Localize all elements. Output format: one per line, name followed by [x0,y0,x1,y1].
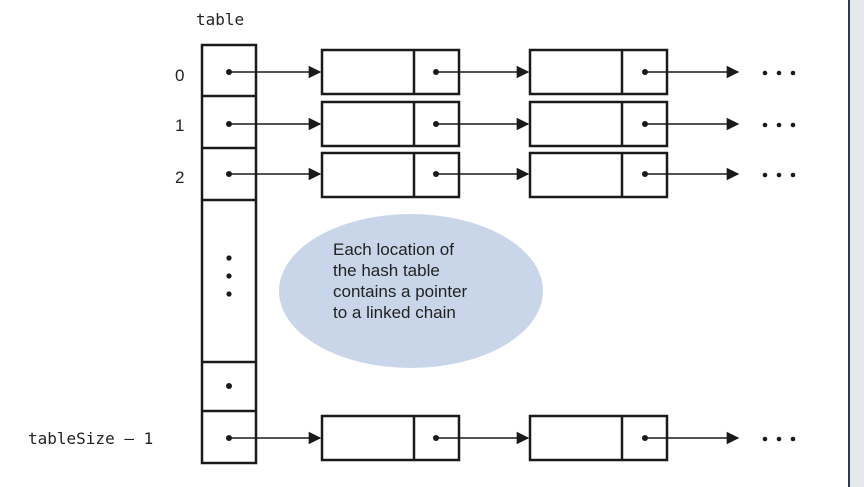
table-column [200,43,258,465]
row-index-0: 0 [175,66,185,85]
continuation-dot [762,122,768,128]
continuation-dot [790,70,796,76]
row-index-last: tableSize – 1 [28,429,154,448]
chain-row-last [226,414,796,462]
chain-node [528,151,669,199]
continuation-dot [790,172,796,178]
window-edge [848,0,864,487]
callout-text: Each location of the hash table contains… [333,239,533,323]
continuation-dot [762,70,768,76]
chain-row-2 [226,151,796,199]
table-pointer-dot [226,383,232,389]
continuation-dot [762,436,768,442]
continuation-dot [776,70,782,76]
callout-line: the hash table [333,261,440,280]
callout-line: contains a pointer [333,282,468,301]
callout-line: Each location of [333,240,454,259]
continuation-dot [762,172,768,178]
table-title: table [196,10,245,29]
chain-node [320,151,461,199]
callout-line: to a linked chain [333,303,456,322]
ellipsis-dot [226,273,232,279]
callout-bubble [279,214,543,368]
continuation-dot [776,122,782,128]
continuation-dot [776,436,782,442]
chain-row-1 [226,100,796,148]
chain-row-0 [226,48,796,96]
ellipsis-dot [226,255,232,261]
row-index-2: 2 [175,168,185,187]
continuation-dot [790,436,796,442]
ellipsis-dot [226,291,232,297]
row-index-1: 1 [175,116,185,135]
continuation-dot [776,172,782,178]
continuation-dot [790,122,796,128]
